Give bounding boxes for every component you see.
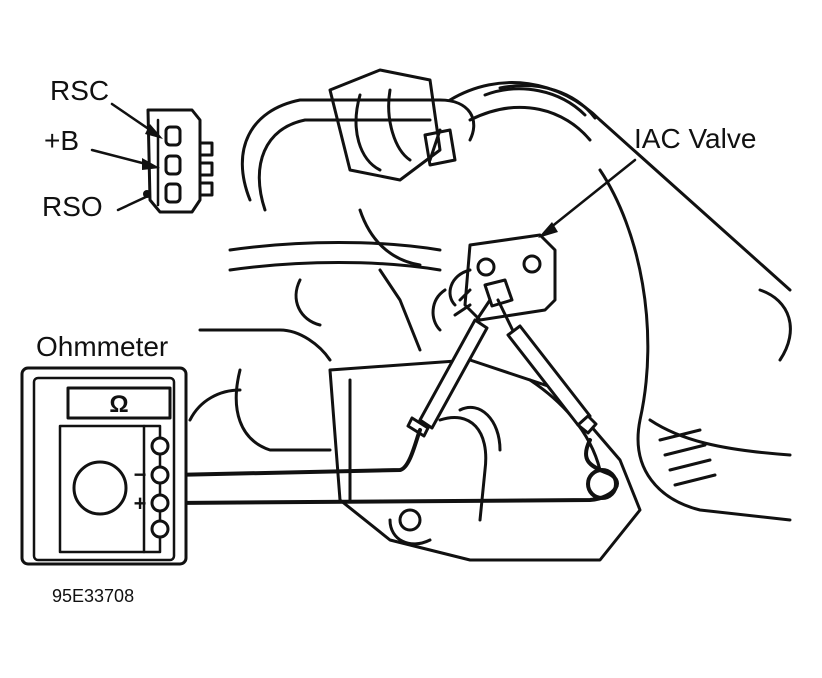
ohmmeter-label: Ohmmeter	[36, 331, 168, 362]
terminal-4	[150, 519, 170, 539]
rso-label: RSO	[42, 191, 103, 222]
figure-code: 95E33708	[52, 586, 134, 606]
terminal-negative	[150, 465, 170, 485]
engine-assembly-drawing	[188, 68, 792, 562]
rsc-label: RSC	[50, 75, 109, 106]
plus-b-label: +B	[44, 125, 79, 156]
plus-terminal-label: +	[134, 491, 147, 516]
iac-valve-leader	[538, 158, 637, 238]
ohmmeter: Ω − +	[20, 366, 188, 566]
test-leads	[170, 428, 619, 505]
minus-terminal-label: −	[134, 462, 147, 487]
ohmmeter-dial	[72, 460, 128, 516]
terminal-1	[150, 436, 170, 456]
ohmmeter-display	[66, 386, 172, 420]
terminal-positive	[150, 493, 170, 513]
test-probes	[406, 298, 598, 438]
pin-rso	[164, 182, 182, 204]
pin-rsc	[164, 125, 182, 147]
pinout-leaders	[90, 102, 163, 212]
iac-valve-label: IAC Valve	[634, 123, 756, 154]
ohm-symbol: Ω	[109, 391, 128, 418]
connector-pinout	[143, 108, 214, 214]
pin-plus-b	[164, 154, 182, 176]
